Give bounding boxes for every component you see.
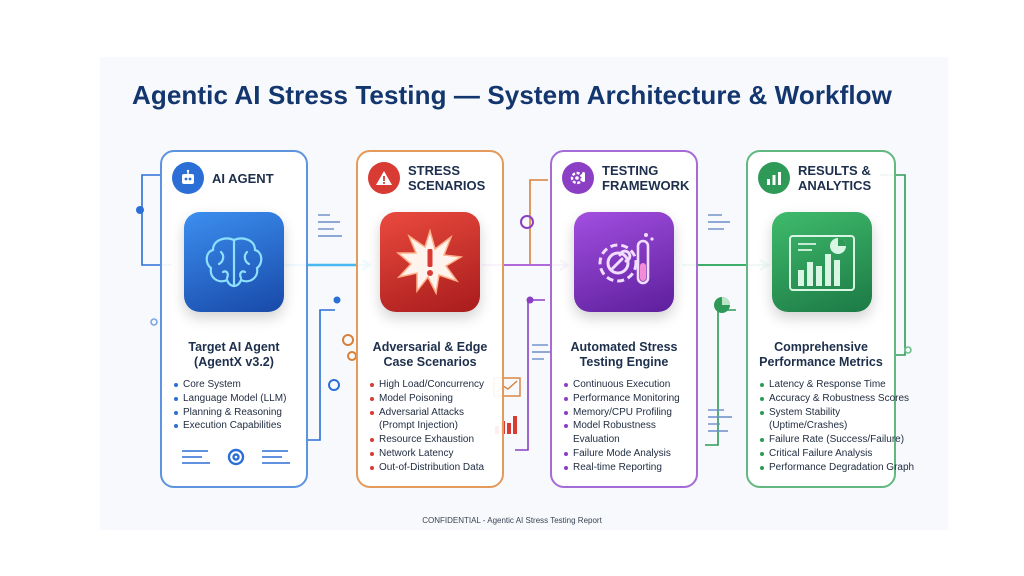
list-item: Execution Capabilities (174, 419, 286, 433)
explosion-tile (380, 212, 480, 312)
column-heading: AI AGENT (212, 170, 274, 186)
list-item: Accuracy & Robustness Scores (760, 392, 914, 406)
item-list: High Load/Concurrency Model Poisoning Ad… (370, 378, 484, 475)
list-item: Continuous Execution (564, 378, 680, 392)
list-item: Latency & Response Time (760, 378, 914, 392)
gear-icon (227, 448, 245, 466)
analytics-tile (772, 212, 872, 312)
page-title: Agentic AI Stress Testing — System Archi… (132, 80, 892, 110)
list-item: Core System (174, 378, 286, 392)
list-item: Language Model (LLM) (174, 392, 286, 406)
brain-tile (184, 212, 284, 312)
main-title: Adversarial & Edge Case Scenarios (372, 340, 488, 369)
list-item: Real-time Reporting (564, 461, 680, 475)
list-item: Critical Failure Analysis (760, 447, 914, 461)
agent-node-ring (150, 318, 158, 326)
feedback-line-1 (305, 309, 335, 441)
robot-icon (172, 162, 204, 194)
footer-confidential: CONFIDENTIAL - Agentic AI Stress Testing… (422, 516, 602, 525)
gear-icon (342, 334, 357, 361)
agent-node-dot (136, 206, 144, 214)
mini-pie-icon (714, 297, 730, 313)
explosion-icon (395, 228, 464, 296)
agent-footer-glyphs (182, 448, 290, 466)
list-item: Performance Monitoring (564, 392, 680, 406)
list-item: Model Robustness (564, 419, 680, 433)
column-header: AI AGENT (172, 160, 274, 196)
list-item: System Stability (760, 406, 914, 420)
column-header: RESULTS &ANALYTICS (758, 160, 871, 196)
item-list: Latency & Response Time Accuracy & Robus… (760, 378, 914, 475)
engine-tile (574, 212, 674, 312)
main-title: Target AI Agent (AgentX v3.2) (188, 340, 280, 369)
list-item: High Load/Concurrency (370, 378, 484, 392)
brain-icon (205, 237, 263, 288)
main-title: Automated Stress Testing Engine (570, 340, 678, 369)
list-item: Performance Degradation Graph (760, 461, 914, 475)
list-item: Network Latency (370, 447, 484, 461)
list-item: Planning & Reasoning (174, 406, 286, 420)
list-item: Memory/CPU Profiling (564, 406, 680, 420)
agent-loop-line (141, 174, 172, 266)
column-heading: RESULTS &ANALYTICS (798, 163, 872, 193)
list-item: Out-of-Distribution Data (370, 461, 484, 475)
item-list: Continuous Execution Performance Monitor… (564, 378, 680, 475)
gear-test-tube-icon (598, 233, 654, 285)
list-item: Model Poisoning (370, 392, 484, 406)
warning-icon (368, 162, 400, 194)
list-item-continuation: Evaluation (573, 434, 620, 446)
feedback-line-2 (515, 299, 545, 451)
list-item: Failure Mode Analysis (564, 447, 680, 461)
list-item-continuation: (Prompt Injection) (379, 420, 458, 432)
list-item: Resource Exhaustion (370, 433, 484, 447)
main-title: Comprehensive Performance Metrics (759, 340, 883, 369)
gear-tool-icon (562, 162, 594, 194)
column-ai-agent: AI AGENT Target AI Agent (AgentX v3.2) C… (160, 150, 308, 488)
bar-chart-icon (758, 162, 790, 194)
list-item-continuation: (Uptime/Crashes) (769, 420, 848, 432)
list-item: Adversarial Attacks (370, 406, 484, 420)
item-list: Core System Language Model (LLM) Plannin… (174, 378, 286, 433)
list-item: Failure Rate (Success/Failure) (760, 433, 914, 447)
feedback-line-3 (705, 309, 736, 446)
analytics-chart-icon (789, 235, 855, 291)
column-results-analytics: RESULTS &ANALYTICS Comprehensive Perform… (746, 150, 914, 488)
